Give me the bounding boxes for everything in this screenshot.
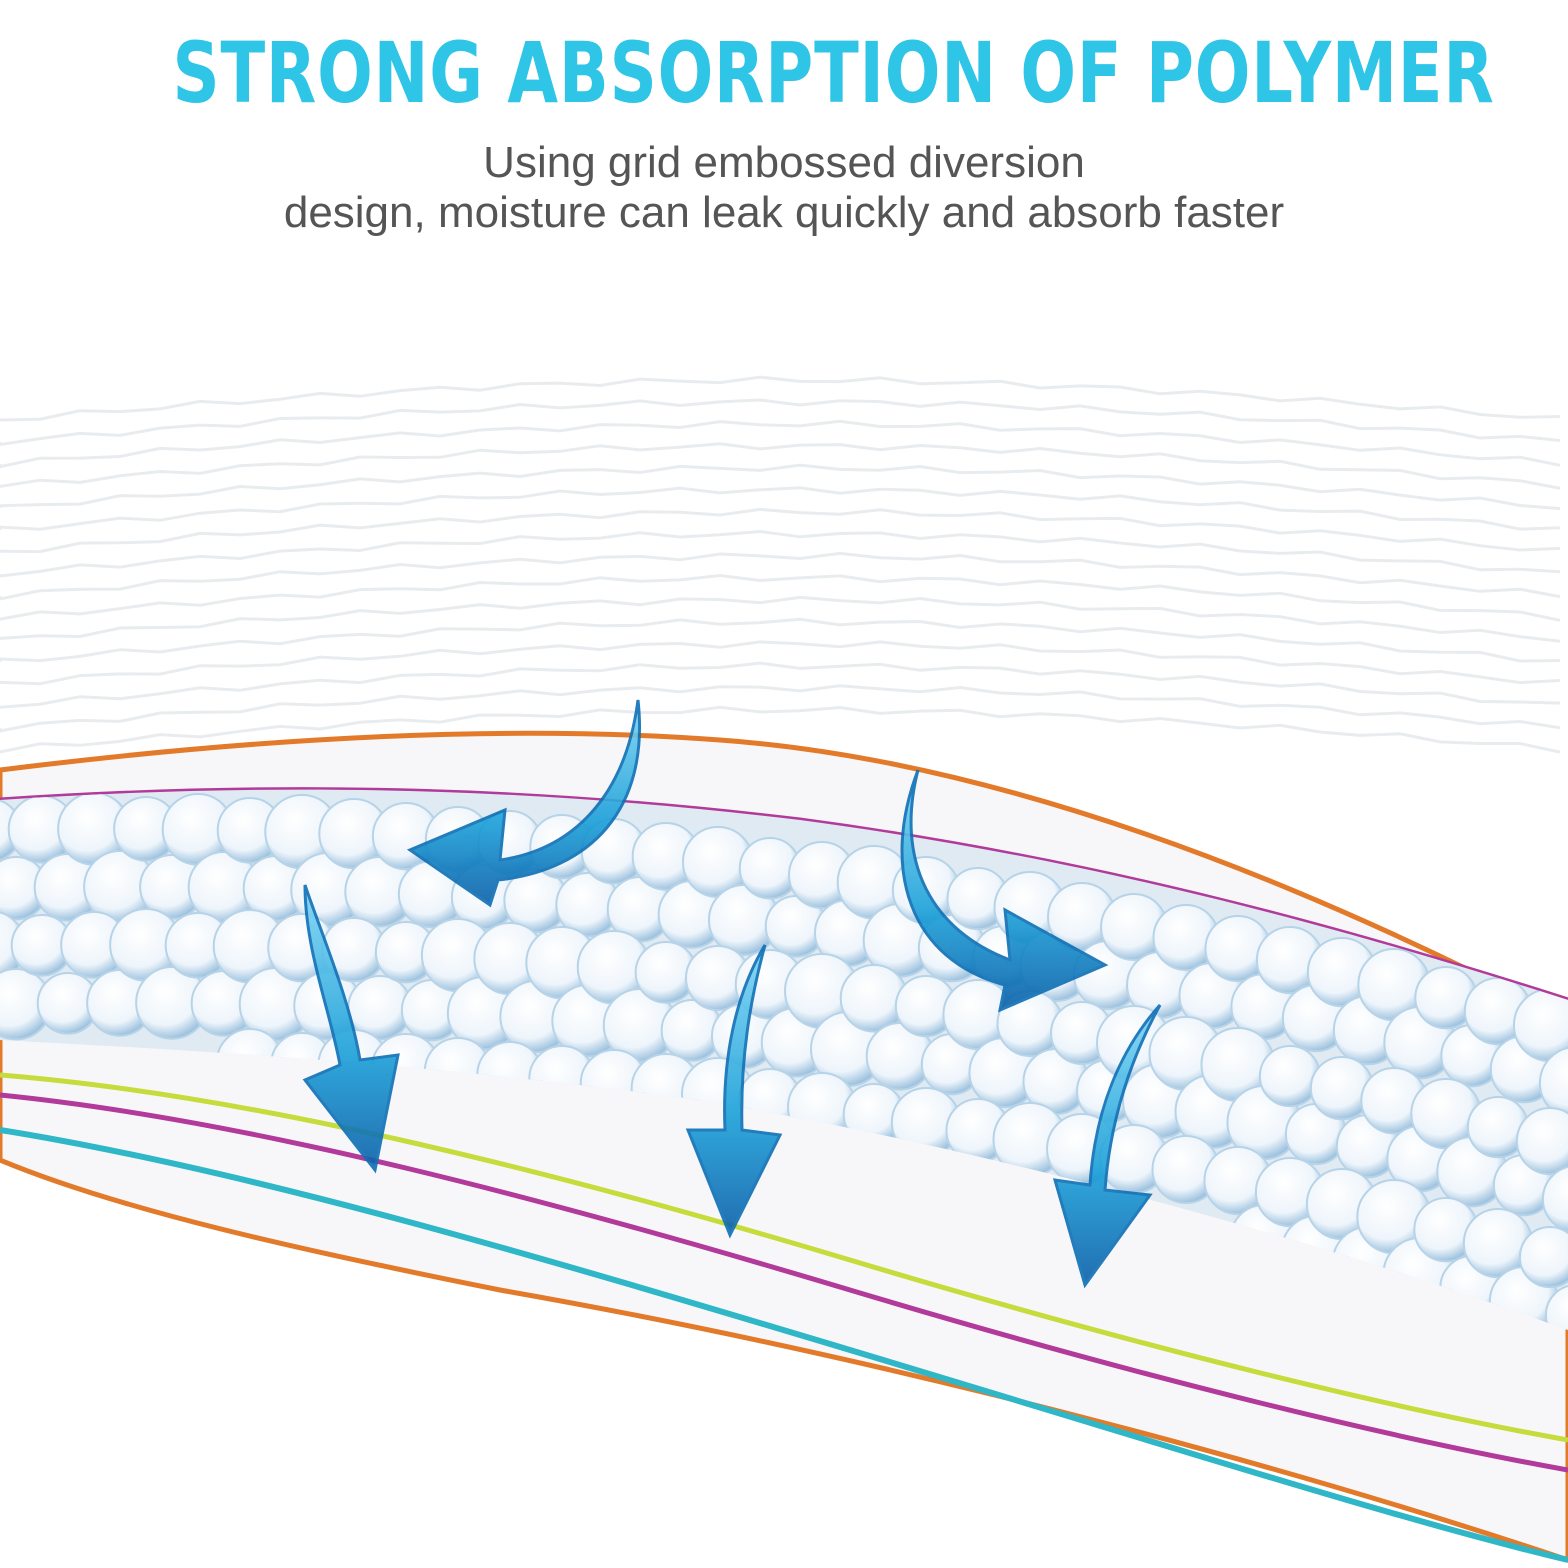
curved-arrow-icon [900, 769, 1109, 1013]
embossed-wave-line [0, 419, 1561, 469]
embossed-wave-line [0, 705, 1561, 754]
yellow-layer [0, 1072, 1568, 1443]
curved-arrow-icon [406, 699, 641, 908]
embossed-wave-line [0, 507, 1561, 554]
embossed-wave-line [0, 640, 1561, 686]
polymer-bead [1258, 1045, 1322, 1108]
polymer-bead [1538, 1046, 1568, 1121]
magenta-layer-bottom [0, 1092, 1568, 1473]
subtitle: Using grid embossed diversion design, mo… [0, 138, 1568, 238]
embossed-wave-line [0, 398, 1561, 447]
embossed-wave-line [0, 463, 1561, 511]
header: STRONG ABSORPTION OF POLYMER Using grid … [0, 0, 1568, 238]
embossed-wave-line [0, 529, 1561, 578]
embossed-wave-line [0, 375, 1561, 422]
subtitle-line-1: Using grid embossed diversion [483, 138, 1085, 187]
teal-layer [0, 1127, 1568, 1563]
embossed-surface [0, 375, 1561, 754]
down-arrow-icon [685, 944, 783, 1239]
down-arrow-icon [302, 884, 400, 1174]
embossed-wave-line [0, 442, 1561, 490]
polymer-bead [1544, 1284, 1568, 1330]
embossed-wave-line [0, 661, 1561, 709]
embossed-wave-line [0, 486, 1561, 531]
embossed-wave-line [0, 573, 1561, 622]
embossed-wave-line [0, 684, 1561, 733]
absorption-layers-illustration [0, 375, 1568, 1563]
page-title: STRONG ABSORPTION OF POLYMER [172, 24, 1495, 122]
embossed-wave-line [0, 595, 1561, 643]
polymer-bead [1518, 1226, 1568, 1289]
subtitle-line-2: design, moisture can leak quickly and ab… [283, 188, 1285, 237]
down-arrow-icon [1052, 1004, 1162, 1289]
embossed-wave-line [0, 551, 1561, 601]
polymer-bead [1515, 1107, 1568, 1176]
polymer-bead [1541, 1165, 1568, 1234]
embossed-wave-line [0, 617, 1561, 663]
